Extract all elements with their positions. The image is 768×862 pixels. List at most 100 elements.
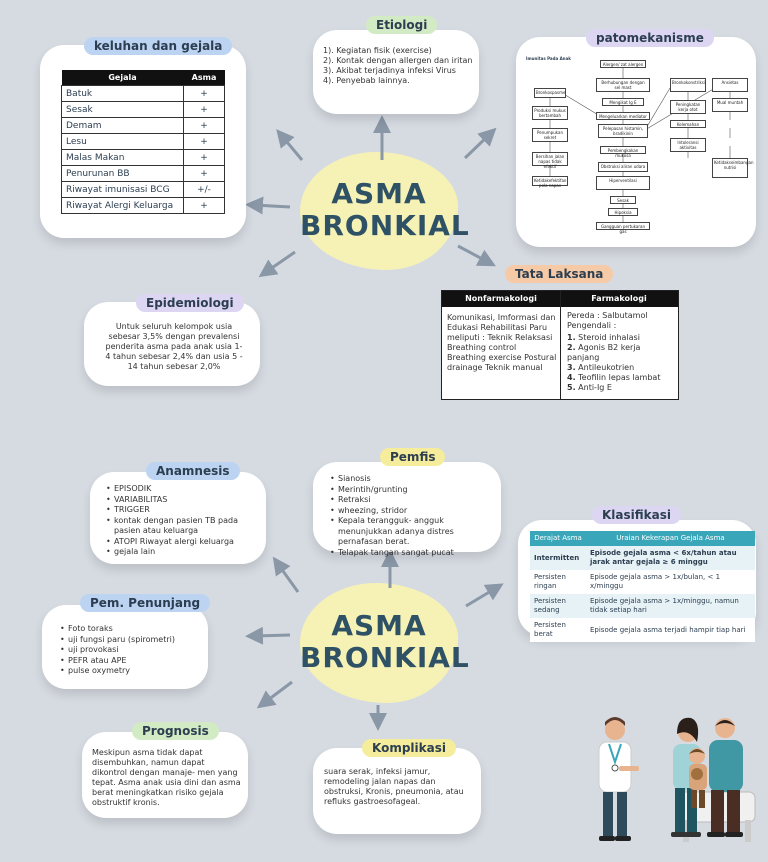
table-row: Persisten berat Episode gejala asma terj…	[530, 618, 755, 642]
tatalaksana-far: Pereda : Salbutamol Pengendali : 1. Ster…	[567, 311, 675, 393]
cell-gejala: Demam	[61, 117, 184, 134]
pemfis-item: wheezing, stridor	[330, 506, 496, 517]
far-item-text: Anti-Ig E	[578, 383, 612, 392]
klasifikasi-uraian: Episode gejala asma > 1x/bulan, < 1 x/mi…	[590, 573, 721, 590]
cell-gejala: Batuk	[61, 85, 184, 102]
far-item-text: Antileukotrien	[578, 363, 635, 372]
table-row: Persisten sedang Episode gejala asma > 1…	[530, 594, 755, 618]
flow-box: Gangguan pertukaran gas	[596, 222, 650, 234]
komplikasi-text: suara serak, infeksi jamur, remodeling j…	[324, 767, 464, 806]
center-title-line1: ASMA	[331, 609, 427, 642]
cell-gejala: Penurunan BB	[61, 165, 184, 182]
pemfis-title: Pemfis	[380, 448, 446, 466]
patomekanisme-title: patomekanisme	[586, 29, 714, 47]
father-figure	[707, 718, 743, 837]
klasifikasi-col1: Derajat Asma	[534, 534, 582, 542]
flow-box: Bronkokonstriksi	[670, 78, 706, 92]
arrow-to-prognosis	[256, 680, 293, 709]
far-item-text: Steroid inhalasi	[578, 333, 640, 342]
anamnesis-item: VARIABILITAS	[106, 495, 256, 506]
arrow-to-patomekanisme	[463, 127, 497, 160]
klasifikasi-uraian: Episode gejala asma terjadi hampir tiap …	[590, 625, 746, 634]
far-item-text: Agonis B2 kerja panjang	[567, 343, 641, 362]
flow-box: Bronkospasme	[534, 88, 566, 98]
klasifikasi-col2: Uraian Kekerapan Gejala Asma	[616, 534, 725, 542]
komplikasi-card	[313, 748, 481, 834]
etiologi-item: 4). Penyebab lainnya.	[323, 76, 410, 85]
klasifikasi-uraian: Episode gejala asma > 1x/minggu, namun t…	[590, 597, 739, 614]
flow-box: Pembengkakan mukosa	[600, 146, 646, 158]
cell-gejala: Riwayat imunisasi BCG	[61, 181, 184, 198]
center-title-top: ASMA BRONKIAL	[300, 177, 470, 242]
patomekanisme-flowchart: Alergen/ zat alergen Berhubungan dengan …	[520, 58, 753, 238]
arrow-to-tatalaksana	[457, 244, 496, 267]
table-row: Intermitten Episode gejala asma < 6x/tah…	[530, 546, 755, 570]
table-row: Lesu+	[61, 133, 225, 150]
etiologi-item: 3). Akibat terjadinya infeksi Virus	[323, 66, 456, 75]
penunjang-item: uji provokasi	[60, 645, 200, 656]
flow-box: Sesak	[610, 196, 636, 204]
cell-asma: +	[183, 117, 225, 134]
epidemiologi-title: Epidemiologi	[136, 294, 244, 312]
flow-box: Ketidakseimbangan nutrisi	[712, 158, 753, 178]
cell-asma: +	[183, 197, 225, 214]
cell-asma: +	[183, 133, 225, 150]
pemfis-item: Merintih/grunting	[330, 485, 496, 496]
flow-box: Bersihan jalan napas tidak efektif	[532, 152, 568, 169]
flow-box: Hipoksia	[608, 208, 638, 216]
table-row: Penurunan BB+	[61, 165, 225, 182]
flow-box: Obstruksi aliran udara	[598, 162, 648, 172]
center-title-line2: BRONKIAL	[300, 641, 470, 674]
cell-asma: +	[183, 101, 225, 118]
flow-box: Penumpukan sekret	[532, 128, 568, 142]
penunjang-item: uji fungsi paru (spirometri)	[60, 635, 200, 646]
anamnesis-item: ATOPI Riwayat alergi keluarga	[106, 537, 256, 548]
pemfis-list: Sianosis Merintih/grunting Retraksi whee…	[330, 474, 496, 558]
table-row: Malas Makan+	[61, 149, 225, 166]
arrow-to-penunjang	[245, 626, 291, 645]
tatalaksana-col-non: Nonfarmakologi	[465, 294, 537, 303]
arrows-top	[245, 115, 497, 278]
penunjang-item: pulse oxymetry	[60, 666, 200, 677]
penunjang-title: Pem. Penunjang	[80, 594, 211, 612]
keluhan-table: Gejala Asma Batuk+ Sesak+ Demam+ Lesu+ M…	[61, 70, 225, 214]
table-row: Riwayat imunisasi BCG+/-	[61, 181, 225, 198]
arrows-bottom	[245, 549, 504, 731]
cell-gejala: Riwayat Alergi Keluarga	[61, 197, 184, 214]
prognosis-title: Prognosis	[132, 722, 219, 740]
table-row: Riwayat Alergi Keluarga+	[61, 197, 225, 214]
keluhan-title: keluhan dan gejala	[84, 37, 233, 55]
cell-asma: +	[183, 149, 225, 166]
doctor-family-illustration	[598, 717, 756, 842]
etiologi-item: 1). Kegiatan fisik (exercise)	[323, 46, 432, 55]
epidemiologi-card	[84, 302, 260, 386]
anamnesis-item: kontak dengan pasien TB pada pasien atau…	[106, 516, 256, 537]
center-title-line2: BRONKIAL	[300, 209, 470, 242]
anamnesis-item: gejala lain	[106, 547, 256, 558]
anamnesis-list: EPISODIK VARIABILITAS TRIGGER kontak den…	[106, 484, 256, 558]
flow-box: Peningkatan kerja otot	[670, 100, 706, 114]
flow-box: Mual muntah	[712, 98, 748, 112]
klasifikasi-derajat: Intermitten	[534, 553, 580, 562]
anamnesis-item: EPISODIK	[106, 484, 256, 495]
klasifikasi-derajat: Persisten ringan	[534, 573, 566, 590]
flow-box: Pelepasan histamin, bradikinin	[598, 124, 648, 138]
penunjang-item: Foto toraks	[60, 624, 200, 635]
center-title-line1: ASMA	[331, 177, 427, 210]
penunjang-item: PEFR atau APE	[60, 656, 200, 667]
cell-gejala: Malas Makan	[61, 149, 184, 166]
far-intro2: Pengendali :	[567, 321, 617, 330]
table-row: Batuk+	[61, 85, 225, 102]
far-item: 2. Agonis B2 kerja panjang	[567, 343, 641, 362]
arrow-to-keluhan	[276, 129, 304, 161]
etiologi-card	[313, 30, 479, 114]
klasifikasi-card	[518, 520, 756, 636]
klasifikasi-table: Derajat Asma Uraian Kekerapan Gejala Asm…	[530, 531, 755, 642]
table-row: Demam+	[61, 117, 225, 134]
flow-box: Kelemahan	[670, 120, 706, 128]
tatalaksana-non-text: Komunikasi, Imformasi dan Edukasi Rehabi…	[447, 313, 557, 372]
penunjang-list: Foto toraks uji fungsi paru (spirometri)…	[60, 624, 200, 677]
etiologi-list: 1). Kegiatan fisik (exercise) 2). Kontak…	[323, 46, 475, 86]
cell-gejala: Sesak	[61, 101, 184, 118]
center-blob-top	[300, 152, 458, 270]
